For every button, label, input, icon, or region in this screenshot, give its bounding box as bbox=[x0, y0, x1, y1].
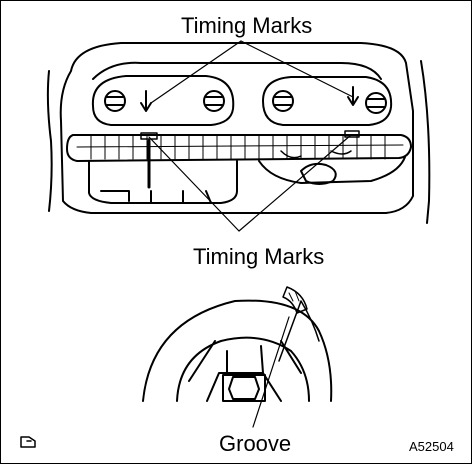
right-cam-sprocket bbox=[258, 130, 406, 185]
head-right-edge bbox=[420, 60, 431, 224]
timing-marks-bottom-label: Timing Marks bbox=[193, 244, 325, 269]
left-cam-sprocket bbox=[88, 132, 238, 204]
groove-label: Groove bbox=[219, 431, 292, 456]
leader-top-right bbox=[240, 40, 354, 98]
figure-code: A52504 bbox=[409, 439, 454, 454]
head-inner-line bbox=[92, 61, 382, 80]
leader-mid-right bbox=[238, 134, 352, 232]
head-left-edge bbox=[46, 70, 53, 212]
left-bearing-cap bbox=[91, 75, 235, 126]
corner-mark-icon bbox=[20, 436, 36, 448]
timing-chain bbox=[66, 134, 412, 162]
cylinder-head-outline bbox=[59, 42, 414, 214]
timing-marks-top-label: Timing Marks bbox=[181, 13, 313, 38]
right-bearing-cap bbox=[262, 76, 393, 126]
leader-top-left bbox=[150, 40, 242, 104]
leader-groove bbox=[252, 316, 290, 428]
crankshaft-pulley bbox=[142, 286, 333, 402]
leader-mid-left bbox=[148, 136, 240, 232]
